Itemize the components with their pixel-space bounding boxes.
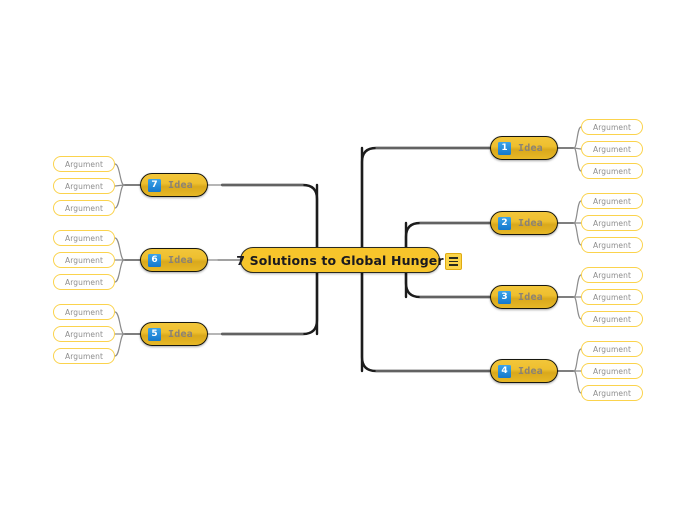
argument-node[interactable]: Argument	[53, 348, 115, 364]
idea-node-label: Idea	[168, 254, 193, 266]
idea-number-badge: 7	[148, 178, 161, 192]
fan-curve	[114, 333, 125, 357]
idea-number-badge: 2	[498, 216, 511, 230]
idea-node-label: Idea	[518, 365, 543, 377]
argument-node[interactable]: Argument	[581, 311, 643, 327]
argument-node[interactable]: Argument	[581, 215, 643, 231]
fan-curve	[573, 222, 582, 246]
idea-node-label: Idea	[168, 179, 193, 191]
trunk-connector-4	[360, 258, 492, 373]
argument-node-label: Argument	[592, 144, 631, 154]
argument-node[interactable]: Argument	[581, 341, 643, 357]
idea-node-2[interactable]: 2 Idea	[490, 211, 558, 235]
idea-node-1[interactable]: 1 Idea	[490, 136, 558, 160]
fan-curve	[114, 311, 125, 335]
root-node[interactable]: 7 Solutions to Global Hunger	[236, 247, 444, 273]
argument-node[interactable]: Argument	[53, 304, 115, 320]
argument-node[interactable]: Argument	[581, 289, 643, 305]
argument-node-label: Argument	[592, 218, 631, 228]
argument-node-label: Argument	[592, 240, 631, 250]
argument-node-label: Argument	[64, 181, 103, 191]
fan-curve	[114, 184, 125, 209]
argument-node[interactable]: Argument	[53, 230, 115, 246]
argument-node[interactable]: Argument	[53, 326, 115, 342]
idea-node-label: Idea	[518, 217, 543, 229]
idea-node-5[interactable]: 5 Idea	[140, 322, 208, 346]
idea-node-label: Idea	[518, 291, 543, 303]
argument-node[interactable]: Argument	[53, 274, 115, 290]
idea-node-label: Idea	[518, 142, 543, 154]
menu-line-1	[449, 257, 458, 259]
argument-node-label: Argument	[64, 351, 103, 361]
fan-line	[573, 147, 582, 150]
argument-node[interactable]: Argument	[581, 119, 643, 135]
menu-line-3	[449, 264, 458, 266]
argument-node[interactable]: Argument	[581, 363, 643, 379]
fan-curve	[114, 259, 125, 283]
argument-node[interactable]: Argument	[53, 200, 115, 216]
argument-node-label: Argument	[592, 122, 631, 132]
fan-curve	[573, 348, 582, 372]
idea-number-badge: 5	[148, 327, 161, 341]
idea-node-6[interactable]: 6 Idea	[140, 248, 208, 272]
idea-node-label: Idea	[168, 328, 193, 340]
argument-node[interactable]: Argument	[53, 178, 115, 194]
fan-line	[114, 184, 125, 187]
argument-node-label: Argument	[592, 166, 631, 176]
idea-node-4[interactable]: 4 Idea	[490, 359, 558, 383]
root-node-label: 7 Solutions to Global Hunger	[236, 252, 444, 268]
argument-node[interactable]: Argument	[53, 252, 115, 268]
fan-curve	[573, 370, 582, 394]
idea-number-badge: 3	[498, 290, 511, 304]
argument-node[interactable]: Argument	[581, 237, 643, 253]
idea-number-badge: 4	[498, 364, 511, 378]
hamburger-menu-icon[interactable]	[445, 253, 462, 270]
argument-node-label: Argument	[592, 388, 631, 398]
argument-node[interactable]: Argument	[53, 156, 115, 172]
argument-node-label: Argument	[64, 233, 103, 243]
argument-node[interactable]: Argument	[581, 193, 643, 209]
argument-node-label: Argument	[64, 159, 103, 169]
argument-node[interactable]: Argument	[581, 141, 643, 157]
argument-node-label: Argument	[64, 277, 103, 287]
idea-node-7[interactable]: 7 Idea	[140, 173, 208, 197]
argument-node-label: Argument	[592, 344, 631, 354]
argument-node-label: Argument	[64, 203, 103, 213]
argument-node-label: Argument	[64, 307, 103, 317]
argument-node-label: Argument	[592, 314, 631, 324]
argument-node-label: Argument	[592, 196, 631, 206]
idea-number-badge: 6	[148, 253, 161, 267]
trunk-connector-1	[360, 146, 492, 262]
argument-node-label: Argument	[592, 366, 631, 376]
argument-node[interactable]: Argument	[581, 163, 643, 179]
idea-number-badge: 1	[498, 141, 511, 155]
fan-curve	[573, 296, 582, 320]
argument-node[interactable]: Argument	[581, 385, 643, 401]
argument-node-label: Argument	[64, 255, 103, 265]
fan-curve	[573, 274, 582, 298]
idea-node-3[interactable]: 3 Idea	[490, 285, 558, 309]
argument-node-label: Argument	[592, 270, 631, 280]
fan-curve	[573, 147, 582, 172]
argument-node-label: Argument	[64, 329, 103, 339]
menu-line-2	[449, 260, 458, 263]
fan-curve	[114, 163, 125, 186]
fan-curve	[573, 200, 582, 224]
argument-node[interactable]: Argument	[581, 267, 643, 283]
fan-curve	[573, 126, 582, 149]
argument-node-label: Argument	[592, 292, 631, 302]
fan-curve	[114, 237, 125, 261]
